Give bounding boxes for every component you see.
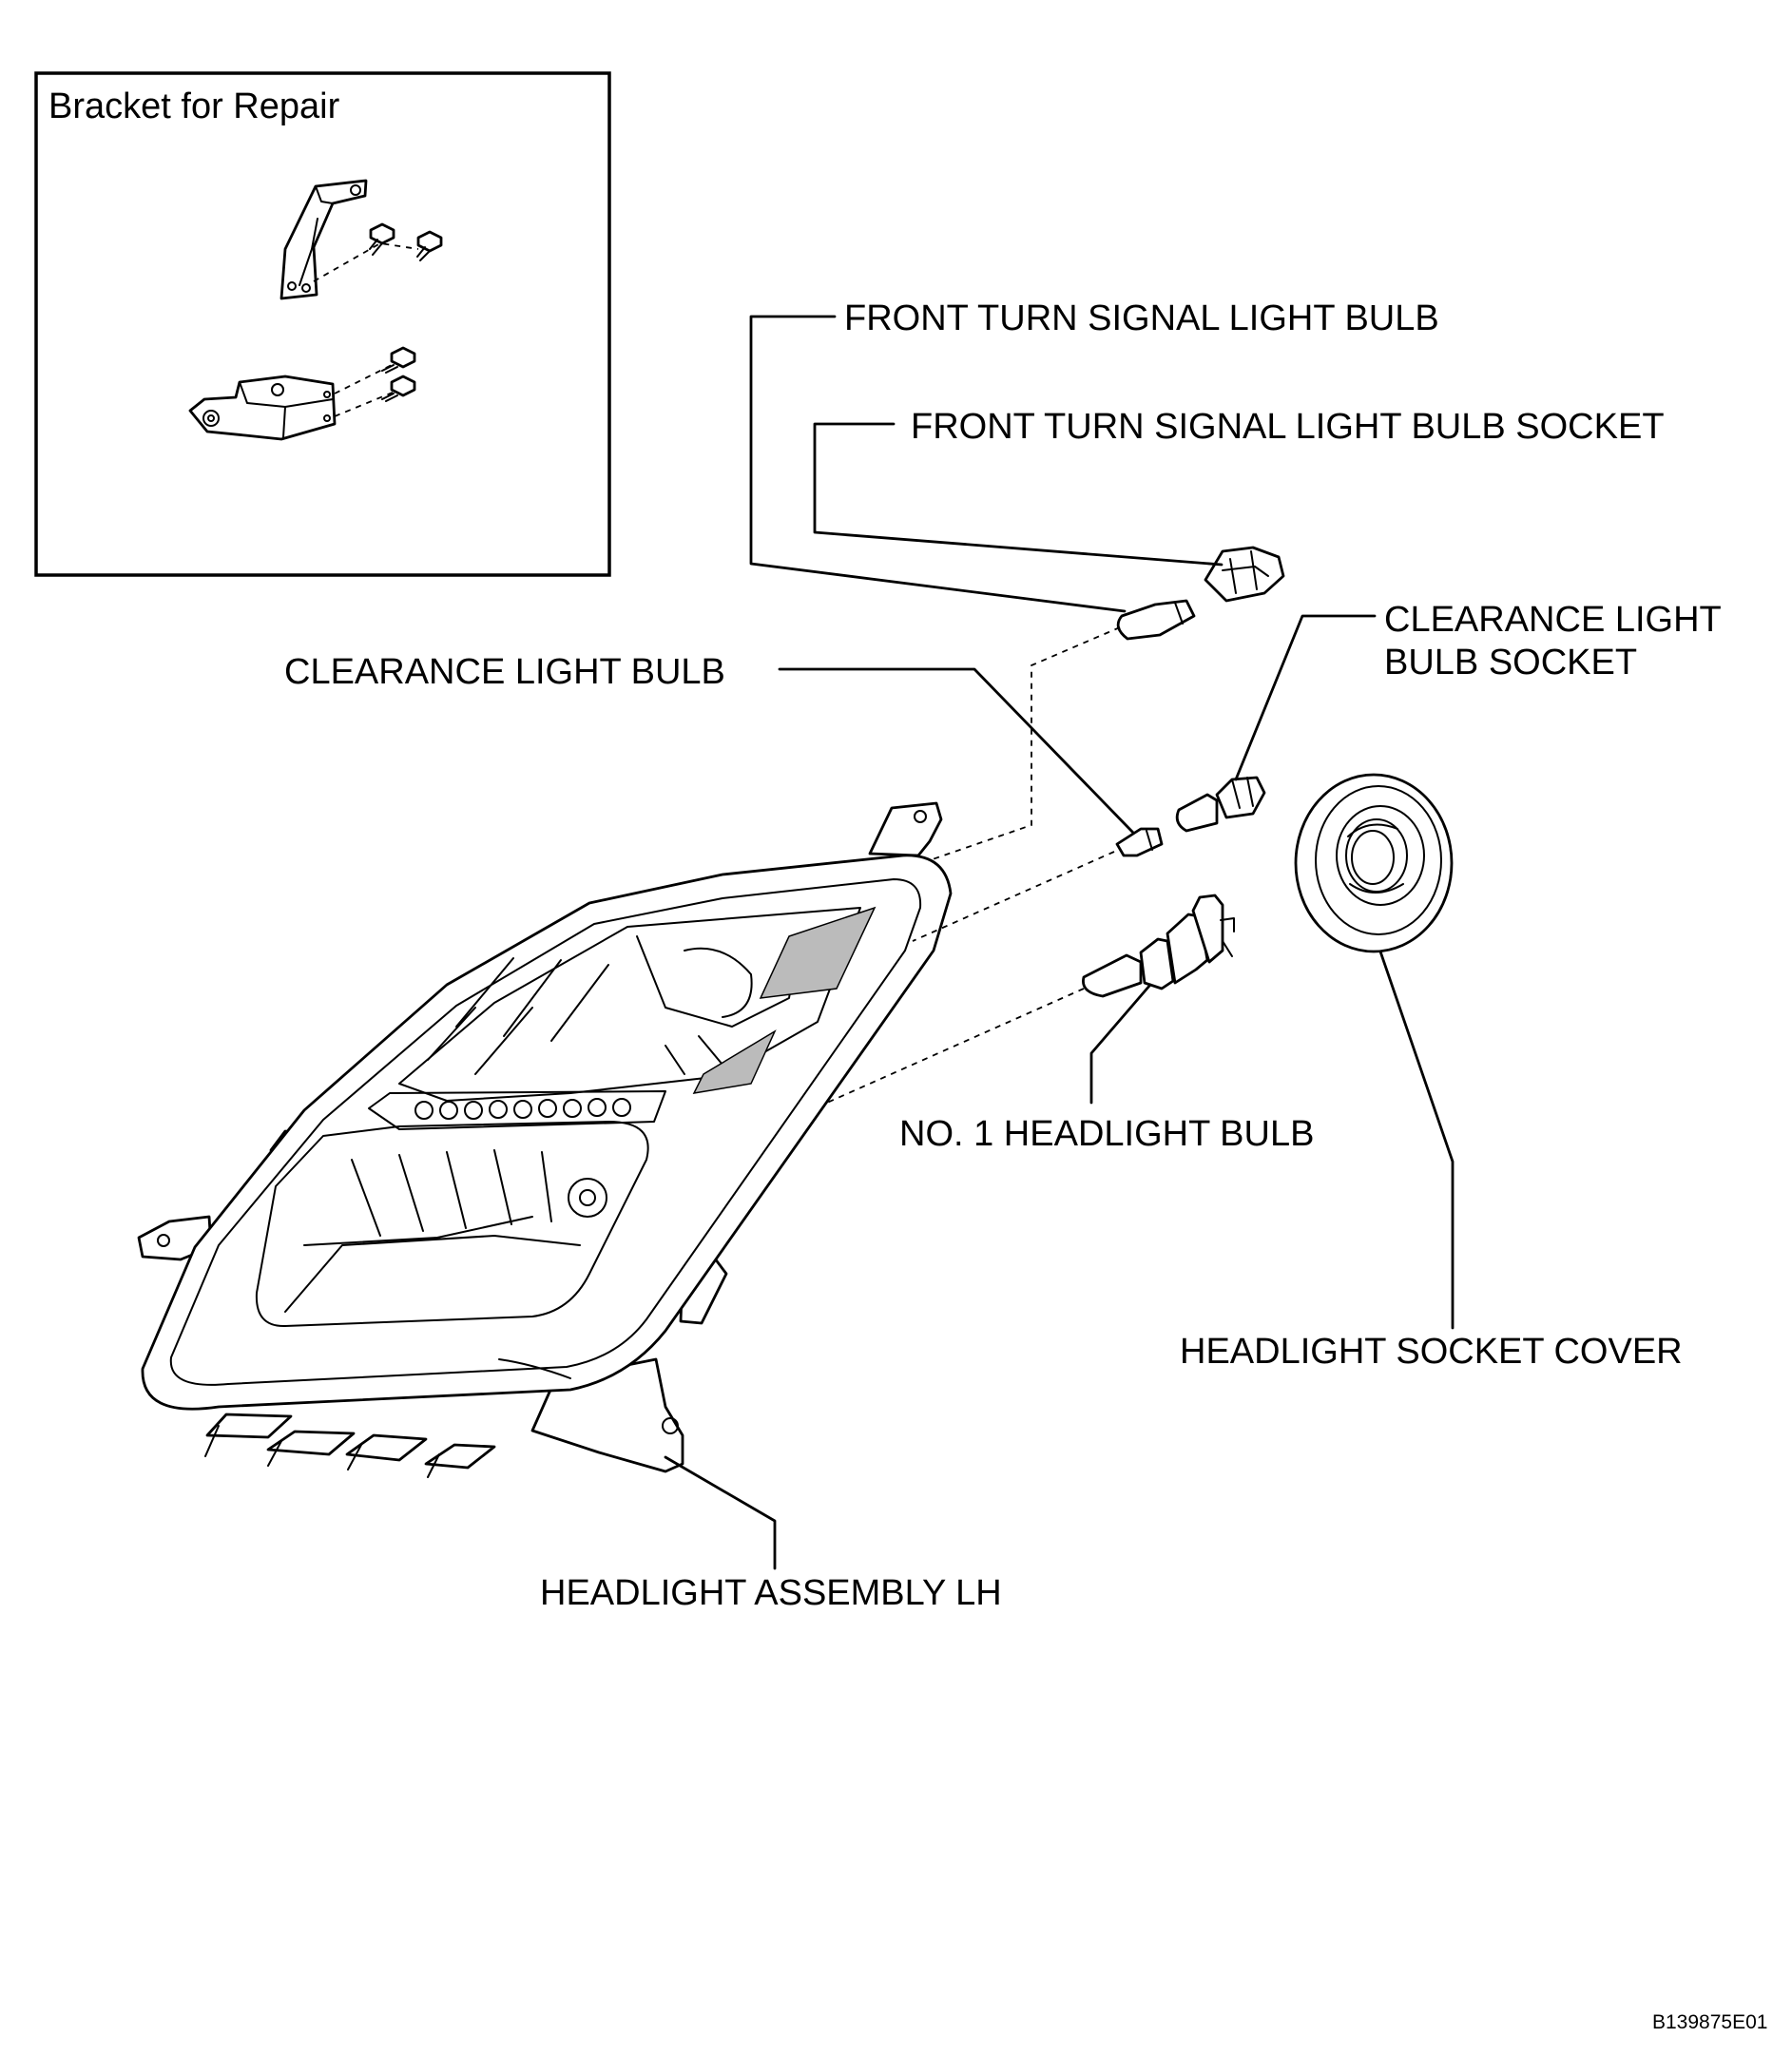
label-front-turn-signal-socket: FRONT TURN SIGNAL LIGHT BULB SOCKET [911, 407, 1665, 447]
part-labels: FRONT TURN SIGNAL LIGHT BULB FRONT TURN … [284, 298, 1722, 1613]
bottom-fins [204, 1413, 496, 1478]
stipple-patches [692, 906, 877, 1094]
label-headlight-bulb: NO. 1 HEADLIGHT BULB [899, 1114, 1314, 1154]
front-turn-signal-bulb [1116, 599, 1196, 641]
upper-screws [369, 222, 443, 261]
front-turn-signal-socket [1204, 546, 1285, 603]
leader-lines [664, 315, 1455, 1570]
headlight-socket-cover [1294, 773, 1454, 953]
clearance-light-bulb [1115, 827, 1164, 857]
upper-bracket [279, 179, 419, 300]
lower-bracket [188, 360, 400, 441]
headlight-assembly [137, 801, 953, 1478]
assembly-paths [826, 626, 1121, 1104]
label-clearance-socket-line1: CLEARANCE LIGHT [1384, 600, 1722, 640]
bracket-inset: Bracket for Repair [34, 71, 611, 577]
no1-headlight-bulb [1082, 894, 1235, 998]
label-socket-cover: HEADLIGHT SOCKET COVER [1180, 1332, 1683, 1372]
clearance-light-bulb-socket [1175, 776, 1266, 833]
inset-title: Bracket for Repair [48, 87, 340, 126]
lower-screws [381, 346, 416, 402]
label-front-turn-signal-bulb: FRONT TURN SIGNAL LIGHT BULB [844, 298, 1439, 338]
inset-frame [34, 71, 611, 577]
figure-reference-code: B139875E01 [1652, 2011, 1767, 2033]
label-headlight-assembly: HEADLIGHT ASSEMBLY LH [540, 1573, 1002, 1613]
label-clearance-bulb: CLEARANCE LIGHT BULB [284, 652, 725, 692]
label-clearance-socket-line2: BULB SOCKET [1384, 643, 1637, 682]
